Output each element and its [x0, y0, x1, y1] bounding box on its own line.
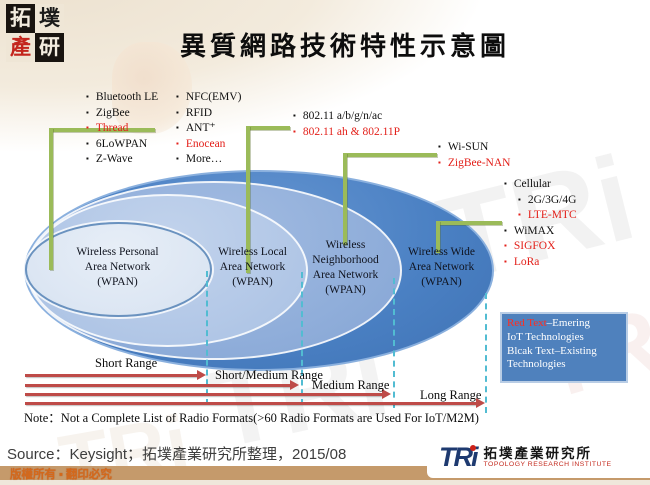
legend-line-1: Red Text–Emering — [507, 317, 591, 329]
tri-logo-icon: TRi — [439, 442, 478, 472]
tech-item: ▪More… — [176, 153, 223, 166]
tri-company-name-en: TOPOLOGY RESEARCH INSTITUTE — [483, 461, 612, 468]
tech-item: ▪Bluetooth LE — [86, 91, 159, 103]
legend-line-3: Blcak Text–Existing — [507, 344, 597, 357]
connector-wpan-h — [49, 128, 155, 132]
connector-wlan-h — [246, 126, 290, 130]
tech-item: ▪LTE-MTC — [518, 209, 577, 222]
connector-wwan-h — [436, 221, 502, 225]
legend-red-label: Red Text — [507, 317, 547, 329]
header-background — [0, 0, 650, 170]
connector-wnan-h — [343, 153, 437, 157]
legend-box: Red Text–Emering IoT Technologies Blcak … — [500, 312, 628, 383]
tech-list-wnan: ▪Wi-SUN ▪ZigBee-NAN — [438, 140, 510, 171]
tech-item: ▪RFID — [176, 106, 213, 119]
tri-company-name-cn: 拓墣產業研究所 — [483, 446, 592, 461]
tech-item: ▪Wi-SUN — [438, 141, 489, 153]
bullet-icon: ▪ — [176, 107, 179, 117]
connector-wnan-v — [343, 153, 347, 245]
tech-item: ▪LoRa — [504, 255, 540, 268]
range-label-long: Long Range — [420, 388, 482, 402]
tech-list-wlan: ▪802.11 a/b/g/n/ac ▪802.11 ah & 802.11P — [293, 109, 400, 140]
bullet-icon: ▪ — [176, 154, 179, 164]
bullet-icon: ▪ — [518, 210, 521, 220]
bullet-icon: ▪ — [504, 256, 507, 266]
bullet-icon: ▪ — [438, 142, 441, 151]
bullet-icon: ▪ — [438, 157, 441, 167]
source-line: Source：Keysight；拓墣產業研究所整理，2015/08 — [7, 446, 347, 463]
boundary-dash-wnan — [393, 278, 395, 408]
tech-item: ▪Cellular — [504, 178, 551, 190]
tech-item: ▪Z-Wave — [86, 153, 133, 166]
bullet-icon: ▪ — [176, 92, 179, 101]
bullet-icon: ▪ — [86, 138, 89, 148]
tech-item: ▪WiMAX — [504, 224, 555, 237]
tech-item: ▪ZigBee-NAN — [438, 156, 511, 169]
bullet-icon: ▪ — [86, 154, 89, 164]
bullet-icon: ▪ — [293, 126, 296, 136]
footer-substrip — [0, 480, 650, 485]
bullet-icon: ▪ — [86, 107, 89, 117]
tech-item: ▪802.11 ah & 802.11P — [293, 125, 401, 138]
range-label-medium: Medium Range — [312, 378, 390, 392]
tech-item: ▪ZigBee — [86, 106, 130, 119]
bullet-icon: ▪ — [293, 111, 296, 120]
tech-item: ▪Thread — [86, 122, 129, 135]
tech-list-wpan-b: ▪NFC(EMV) ▪RFID ▪ANT⁺ ▪Enocean ▪More… — [176, 90, 241, 168]
bullet-icon: ▪ — [86, 92, 89, 101]
legend-line-2: IoT Technologies — [507, 330, 584, 343]
company-seal-logo: 拓 墣 產 研 — [6, 4, 64, 62]
seal-char: 產 — [6, 33, 35, 62]
bullet-icon: ▪ — [176, 123, 179, 133]
connector-wlan-v — [246, 126, 250, 273]
arrow-long-range — [25, 398, 485, 408]
arrow-short-range — [25, 370, 206, 380]
bullet-icon: ▪ — [176, 138, 179, 148]
note-text: Note：Not a Complete List of Radio Format… — [24, 411, 479, 425]
boundary-dash-wlan — [301, 272, 303, 405]
tech-item: ▪Enocean — [176, 137, 226, 150]
bullet-icon: ▪ — [86, 123, 89, 133]
bullet-icon: ▪ — [504, 225, 507, 235]
tech-item: ▪2G/3G/4G — [518, 193, 577, 206]
tech-item: ▪NFC(EMV) — [176, 91, 242, 103]
connector-wpan-v — [49, 128, 53, 270]
boundary-dash-wwan — [485, 293, 487, 413]
arrow-medium-range — [25, 389, 391, 399]
tech-item: ▪6LoWPAN — [86, 137, 148, 150]
bullet-icon: ▪ — [504, 241, 507, 251]
boundary-dash-wpan — [206, 271, 208, 405]
seal-char: 墣 — [35, 4, 64, 33]
bullet-icon: ▪ — [504, 179, 507, 188]
map-watermark — [112, 42, 192, 134]
copyright-text: 版權所有 ▪ 翻印必究 — [10, 469, 112, 481]
tri-logo-panel: TRi 拓墣產業研究所 TOPOLOGY RESEARCH INSTITUTE — [427, 437, 650, 478]
tech-item: ▪ANT⁺ — [176, 122, 216, 135]
seal-char: 研 — [35, 33, 64, 62]
arrow-short-medium-range — [25, 380, 299, 390]
connector-wwan-v — [436, 221, 440, 253]
range-label-short: Short Range — [95, 356, 158, 370]
legend-line-4: Technologies — [507, 358, 566, 371]
tech-item: ▪802.11 a/b/g/n/ac — [293, 110, 383, 122]
ellipse-wpan — [25, 222, 212, 317]
tech-list-wpan-a: ▪Bluetooth LE ▪ZigBee ▪Thread ▪6LoWPAN ▪Z-Wa… — [86, 90, 158, 168]
bullet-icon: ▪ — [518, 194, 521, 204]
tri-logo-dot — [469, 445, 476, 451]
tech-item: ▪SIGFOX — [504, 240, 556, 253]
seal-char: 拓 — [6, 4, 35, 33]
page-title: 異質網路技術特性示意圖 — [179, 32, 510, 61]
tech-list-wwan: ▪Cellular▪2G/3G/4G▪LTE-MTC▪WiMAX▪SIGFOX▪… — [504, 177, 577, 271]
range-label-short-medium: Short/Medium Range — [215, 368, 323, 382]
